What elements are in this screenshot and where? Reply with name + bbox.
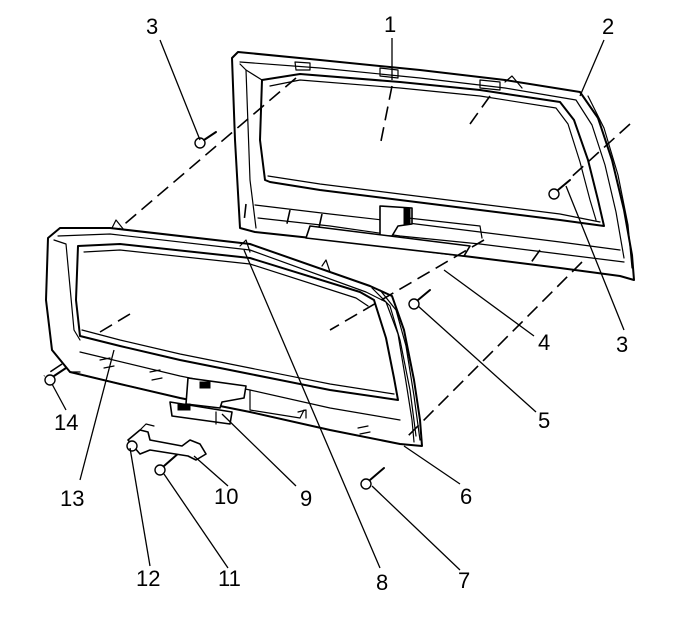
alignment-lines bbox=[43, 77, 631, 439]
handle-bezel bbox=[169, 401, 233, 425]
callout-2: 2 bbox=[602, 14, 615, 39]
rear-window-frame bbox=[231, 51, 635, 281]
callout-leaders bbox=[51, 38, 625, 571]
screw-top-left bbox=[194, 131, 217, 149]
callout-5: 5 bbox=[538, 408, 551, 433]
screw-bottom-11 bbox=[154, 451, 181, 476]
callout-3-top: 3 bbox=[146, 14, 159, 39]
screw-left-14 bbox=[44, 367, 67, 386]
callout-3-right: 3 bbox=[616, 332, 629, 357]
screw-fasteners bbox=[44, 131, 571, 490]
screw-center-5 bbox=[408, 289, 431, 310]
handle-cap bbox=[126, 440, 138, 452]
callout-12: 12 bbox=[136, 566, 161, 591]
pull-handle bbox=[127, 423, 207, 461]
callout-13: 13 bbox=[60, 486, 85, 511]
screw-right bbox=[548, 179, 571, 200]
front-window-frame bbox=[45, 219, 423, 447]
callout-1: 1 bbox=[384, 12, 397, 37]
screw-bottom-7 bbox=[360, 467, 385, 490]
callout-6: 6 bbox=[460, 484, 473, 509]
callout-4: 4 bbox=[538, 330, 551, 355]
callout-14: 14 bbox=[54, 410, 79, 435]
callout-9: 9 bbox=[300, 486, 313, 511]
callout-7: 7 bbox=[458, 568, 471, 593]
callout-11: 11 bbox=[218, 566, 241, 591]
callout-10: 10 bbox=[214, 484, 239, 509]
callout-8: 8 bbox=[376, 570, 389, 595]
